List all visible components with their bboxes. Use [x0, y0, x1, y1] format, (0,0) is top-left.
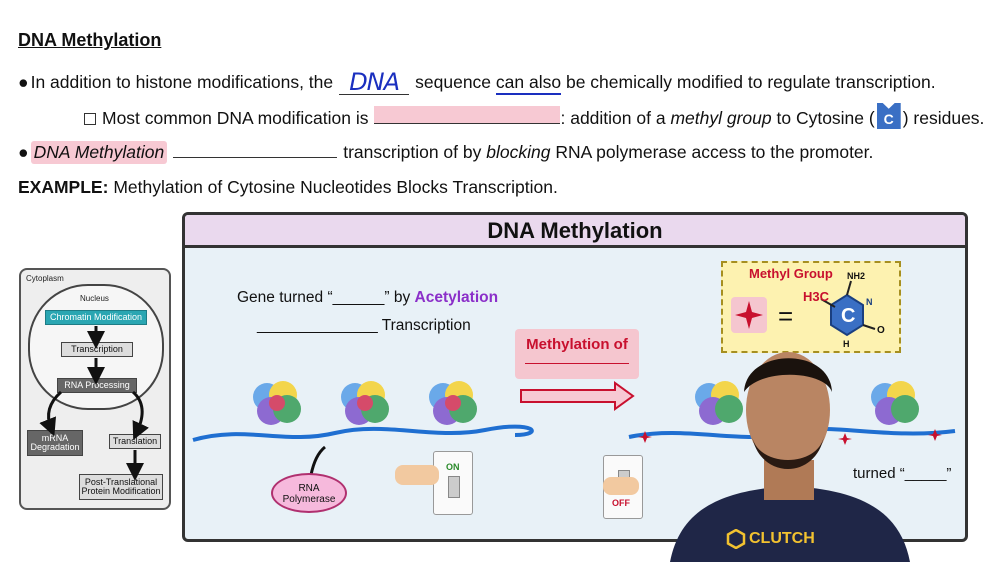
- methyl-group-box: Methyl Group = H3C NH2 N O H C: [721, 261, 901, 353]
- methyl-group-structure: [731, 280, 876, 337]
- acetylation-label: Acetylation: [414, 289, 499, 306]
- clutch-logo: CLUTCH: [726, 526, 826, 552]
- square-bullet-icon: [84, 113, 96, 125]
- equals-sign: =: [778, 301, 794, 331]
- note-line-2: Most common DNA modification is : additi…: [84, 103, 984, 129]
- nucleus-label: Nucleus: [80, 294, 109, 303]
- dna-strands: [192, 381, 956, 475]
- cytosine-icon: C: [876, 103, 901, 129]
- highlighted-term: DNA Methylation: [30, 141, 168, 164]
- nucleosome-icon: [695, 381, 743, 425]
- n-label: N: [866, 297, 873, 307]
- nucleosome-icon: [871, 381, 919, 425]
- note-text: : addition of a: [560, 108, 666, 128]
- hand-icon: [395, 465, 439, 485]
- h-label: H: [843, 339, 850, 349]
- methylation-of-box: Methylation of: [515, 329, 639, 379]
- h3c-label: H3C: [803, 289, 830, 304]
- underlined-text: can also: [495, 72, 562, 95]
- transcription-blank-text: ______________ Transcription: [257, 317, 471, 334]
- nucleosome-icon: [341, 381, 389, 425]
- methyl-star-icon: [735, 301, 763, 329]
- rna-polymerase: RNA Polymerase: [271, 473, 347, 513]
- bullet: ●: [18, 72, 29, 92]
- cytosine-c-label: C: [841, 305, 856, 327]
- diagram-title: DNA Methylation: [185, 215, 965, 248]
- answer-blank: [374, 106, 561, 124]
- gene-turned-text: Gene turned “______” by Acetylation: [237, 289, 499, 306]
- blocking-text: blocking: [486, 142, 551, 162]
- clutch-hexagon-icon: [726, 529, 746, 549]
- nucleosome-icon: [253, 381, 301, 425]
- note-text: be chemically modified to regulate trans…: [565, 72, 936, 92]
- note-text: sequence: [415, 72, 492, 92]
- gene-regulation-flowchart: Cytoplasm Nucleus Chromatin Modification…: [19, 268, 171, 510]
- chromatin-modification-box: Chromatin Modification: [45, 310, 147, 325]
- note-line-1: ● In addition to histone modifications, …: [18, 66, 936, 96]
- post-translational-box: Post-Translational Protein Modification: [79, 474, 163, 500]
- turned-blank-text: turned “_____”: [853, 465, 952, 482]
- note-text: transcription of by: [343, 142, 482, 162]
- example-line: EXAMPLE: Methylation of Cytosine Nucleot…: [18, 177, 558, 198]
- nh2-label: NH2: [847, 271, 866, 281]
- note-text: to Cytosine (: [776, 108, 875, 128]
- nucleosome-icon: [429, 381, 477, 425]
- presenter-video: [670, 352, 910, 562]
- example-label: EXAMPLE:: [18, 177, 109, 197]
- dna-methylation-diagram: DNA Methylation Gene turned “______” by …: [182, 212, 968, 542]
- methyl-group-text: methyl group: [670, 108, 772, 128]
- example-text: Methylation of Cytosine Nucleotides Bloc…: [113, 177, 558, 197]
- answer-blank: [173, 140, 338, 158]
- note-text: RNA polymerase access to the promoter.: [555, 142, 874, 162]
- page-title: DNA Methylation: [18, 30, 162, 50]
- note-text: ) residues.: [902, 108, 985, 128]
- cytoplasm-label: Cytoplasm: [26, 274, 64, 283]
- note-line-3: ● DNA Methylation transcription of by bl…: [18, 140, 873, 164]
- o-label: O: [877, 325, 885, 336]
- note-text: Most common DNA modification is: [102, 108, 369, 128]
- bullet: ●: [18, 142, 29, 162]
- handwritten-dna: DNA: [349, 68, 400, 96]
- right-arrow-icon: [520, 381, 635, 411]
- dna-blank: DNA: [339, 66, 410, 96]
- on-switch: ON: [433, 451, 473, 515]
- flow-arrows: [39, 326, 149, 481]
- hand-icon: [603, 477, 639, 495]
- note-text: In addition to histone modifications, th…: [30, 72, 334, 92]
